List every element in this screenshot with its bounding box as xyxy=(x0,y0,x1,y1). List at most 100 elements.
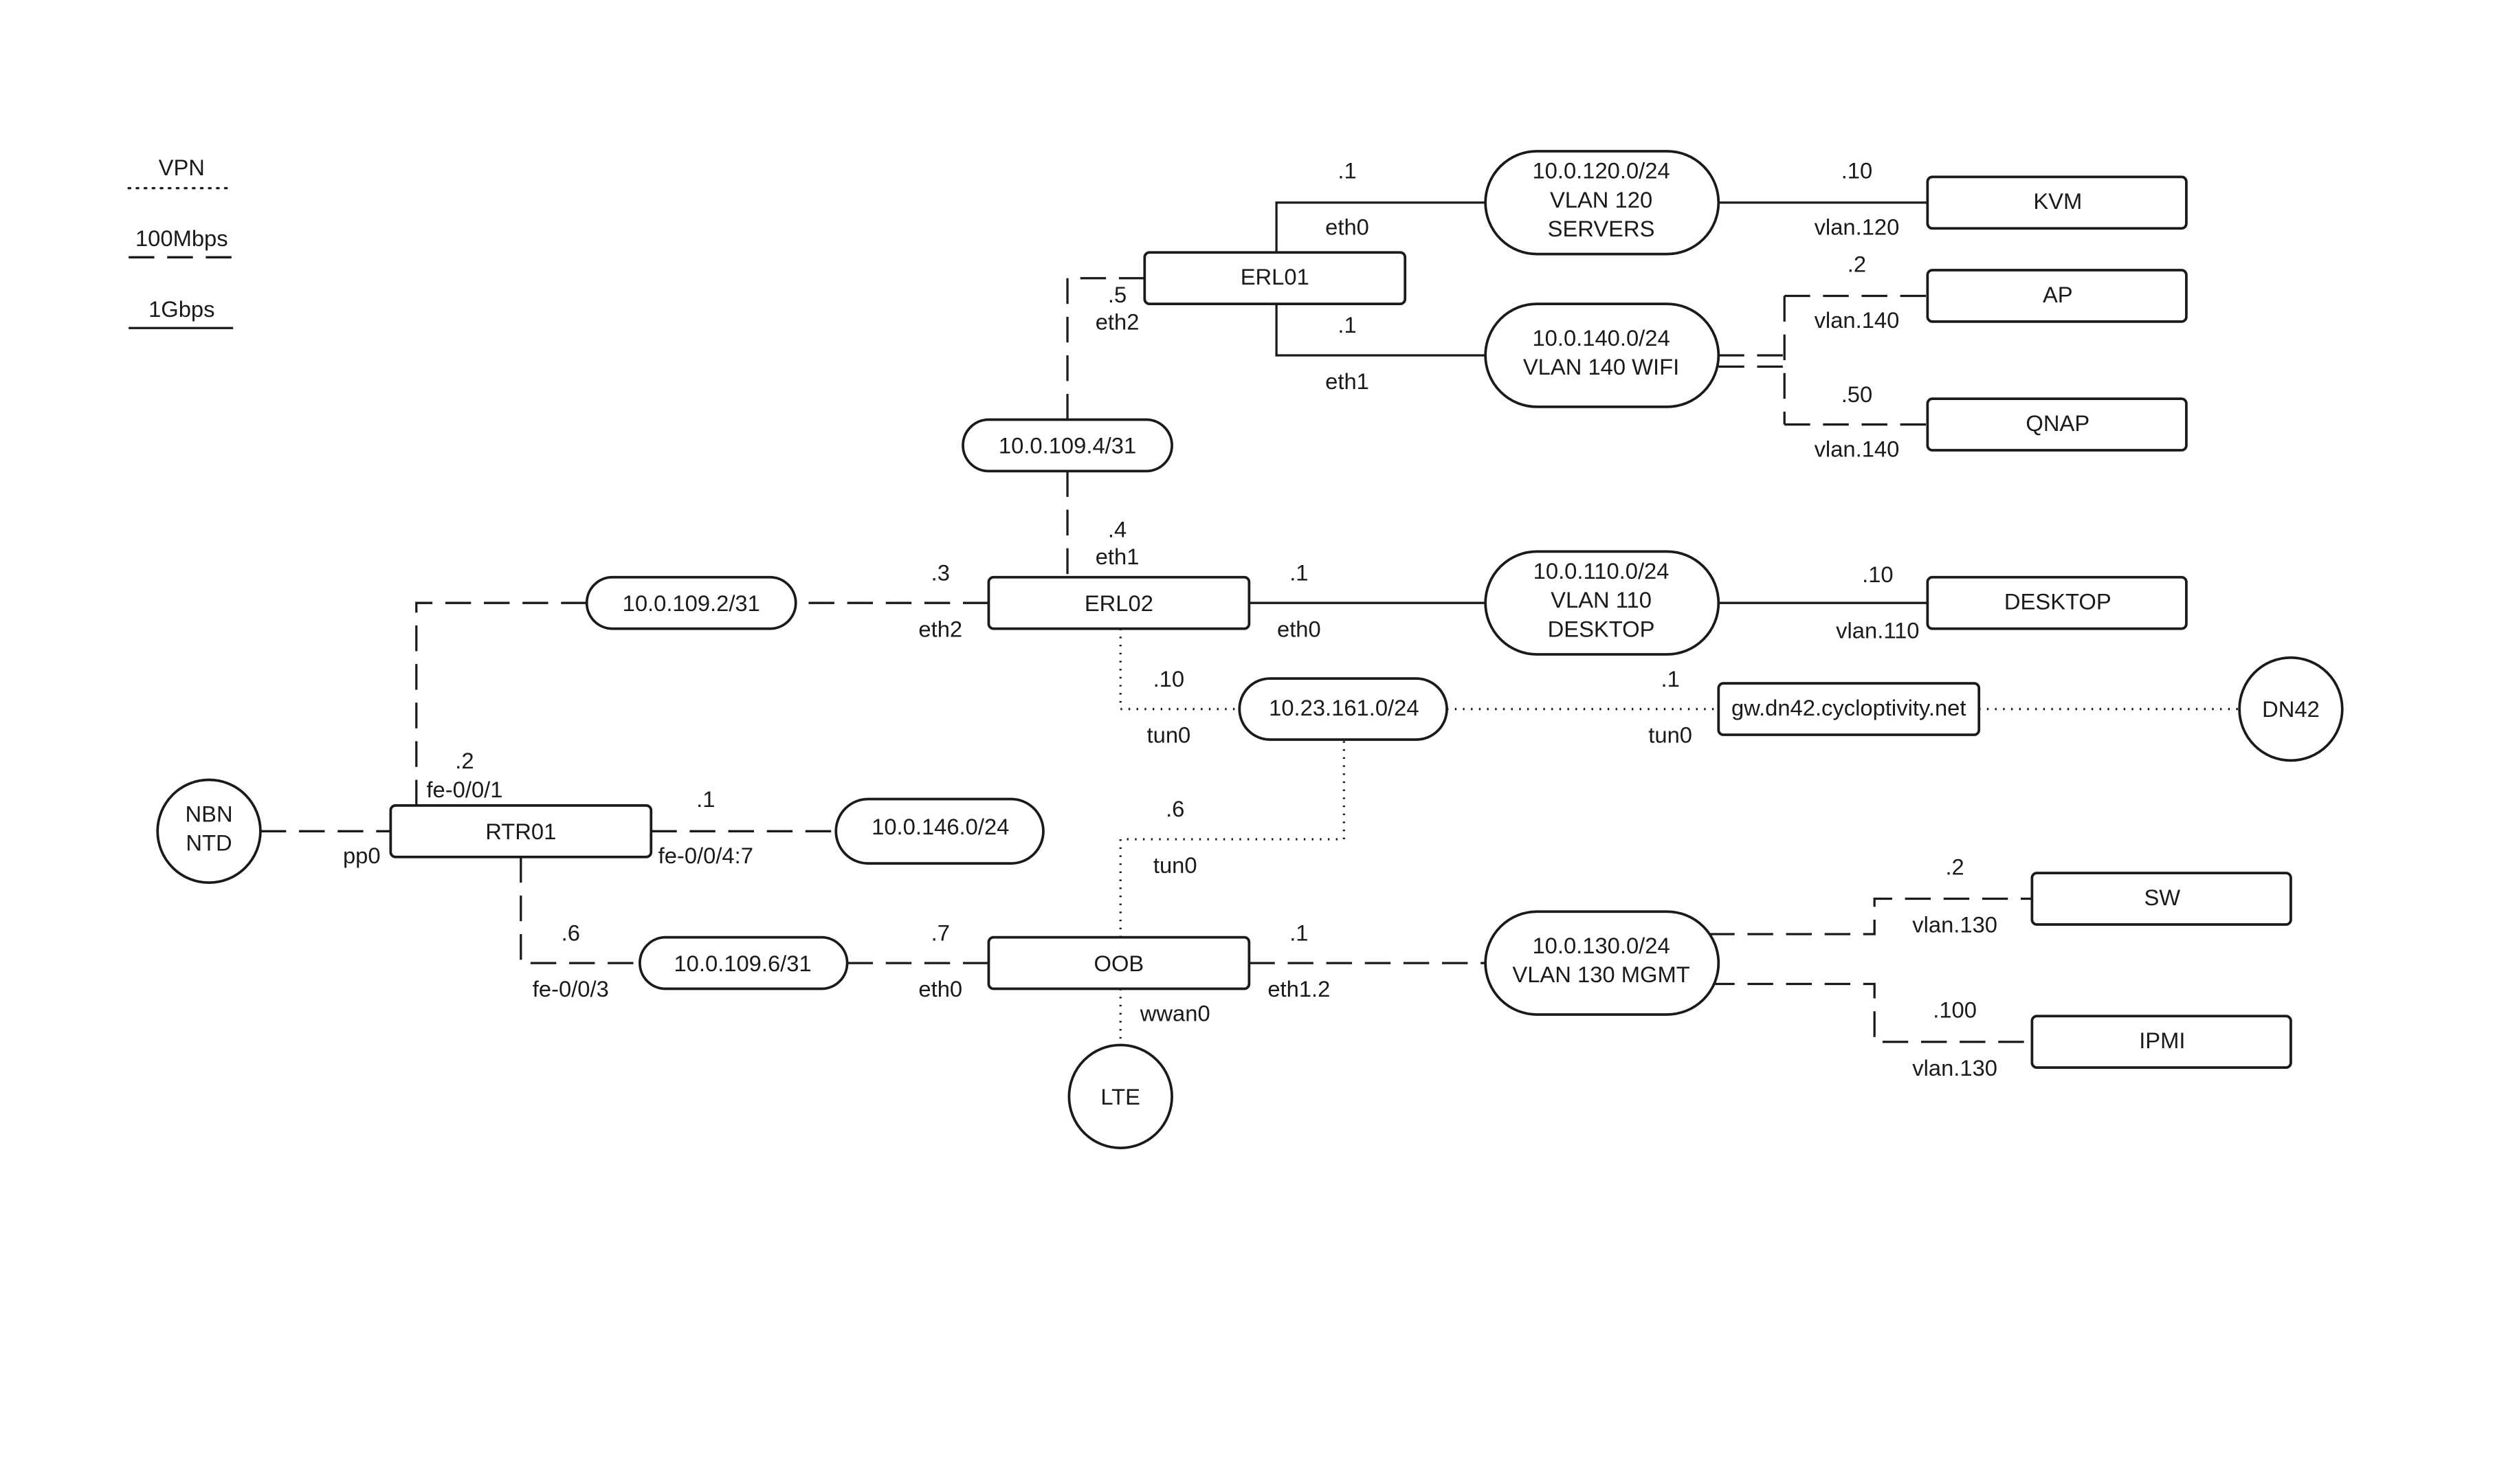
network-wan146-label: 10.0.146.0/24 xyxy=(872,814,1009,839)
network-link2[interactable] xyxy=(585,575,797,630)
network-link6[interactable] xyxy=(639,935,849,990)
label-erl01-eth0: eth0 xyxy=(1325,214,1369,240)
label-oob-eth12: eth1.2 xyxy=(1267,976,1330,1001)
endpoint-nbn-line2: NTD xyxy=(186,830,232,855)
device-rtr01-label: RTR01 xyxy=(485,819,556,844)
label-ipmi-if: vlan.130 xyxy=(1912,1055,1997,1081)
label-sw-if: vlan.130 xyxy=(1912,912,1997,938)
network-vlan120-line3: SERVERS xyxy=(1548,216,1655,241)
device-qnap-label: QNAP xyxy=(2026,410,2089,436)
network-vlan130[interactable] xyxy=(1484,910,1720,1016)
label-rtr-fe004-ip: .1 xyxy=(696,786,715,812)
device-erl02-label: ERL02 xyxy=(1085,590,1153,616)
label-desktop-ip: .10 xyxy=(1862,562,1894,587)
link-erl02-tun xyxy=(1119,628,1240,711)
device-ipmi-label: IPMI xyxy=(2139,1028,2185,1053)
network-vlan120-line1: 10.0.120.0/24 xyxy=(1532,158,1670,184)
device-erl01-label: ERL01 xyxy=(1241,264,1309,289)
node-labels: ERL01 ERL02 RTR01 OOB KVM AP QNAP DESKTO… xyxy=(185,158,2319,1109)
device-gw-label: gw.dn42.cycloptivity.net xyxy=(1731,695,1966,720)
label-qnap-if: vlan.140 xyxy=(1815,436,1900,461)
device-ap-label: AP xyxy=(2043,282,2073,307)
label-ipmi-ip: .100 xyxy=(1933,997,1977,1023)
link-vlan130-sw xyxy=(1709,897,2032,935)
label-ap-if: vlan.140 xyxy=(1815,307,1900,333)
interface-labels: .1 eth0 .1 eth1 .5 eth2 .10 vlan.120 .2 … xyxy=(343,158,1997,1081)
label-oob-tun: tun0 xyxy=(1153,852,1197,878)
label-rtr-fe003: fe-0/0/3 xyxy=(533,976,609,1001)
link-tun-oob xyxy=(1119,741,1345,938)
network-link2-label: 10.0.109.2/31 xyxy=(623,590,760,616)
label-rtr-fe004: fe-0/0/4:7 xyxy=(658,843,753,868)
network-vlan120[interactable] xyxy=(1484,150,1720,256)
device-gw[interactable] xyxy=(1717,682,1981,736)
legend-1gbps-label: 1Gbps xyxy=(148,296,214,322)
nodes xyxy=(156,150,2344,1149)
network-vlan130-line2: VLAN 130 MGMT xyxy=(1512,962,1689,987)
label-oob-eth0: eth0 xyxy=(918,976,962,1001)
label-sw-ip: .2 xyxy=(1945,854,1964,879)
device-ipmi[interactable] xyxy=(2030,1015,2292,1070)
label-erl01-eth2: eth2 xyxy=(1096,309,1140,335)
label-kvm-if: vlan.120 xyxy=(1815,214,1900,240)
network-vlan130-line1: 10.0.130.0/24 xyxy=(1532,933,1670,958)
device-rtr01[interactable] xyxy=(389,804,653,859)
network-wan146[interactable] xyxy=(834,797,1045,865)
label-rtr-fe003-ip: .6 xyxy=(562,920,580,945)
device-desktop[interactable] xyxy=(1926,575,2188,630)
device-kvm[interactable] xyxy=(1926,175,2188,230)
network-vlan120-line2: VLAN 120 xyxy=(1550,187,1652,212)
endpoint-lte[interactable] xyxy=(1067,1043,1173,1149)
label-erl02-eth1: eth1 xyxy=(1096,544,1140,569)
device-erl02[interactable] xyxy=(987,575,1251,630)
label-rtr-fe001-ip: .2 xyxy=(455,748,474,773)
network-vlan110-line2: VLAN 110 xyxy=(1551,587,1652,612)
legend-100mbps-label: 100Mbps xyxy=(135,225,228,251)
legend: VPN 100Mbps 1Gbps xyxy=(127,155,234,329)
label-desktop-if: vlan.110 xyxy=(1836,618,1919,643)
network-vlan140-line2: VLAN 140 WIFI xyxy=(1523,354,1679,379)
link-rtr01-link6 xyxy=(520,856,640,964)
endpoint-nbn[interactable] xyxy=(156,778,262,885)
label-erl02-tun-ip: .10 xyxy=(1153,666,1185,691)
device-oob-label: OOB xyxy=(1094,951,1144,976)
network-vlan140-line1: 10.0.140.0/24 xyxy=(1532,325,1670,351)
endpoint-dn42[interactable] xyxy=(2238,656,2344,762)
label-gw-tun-ip: .1 xyxy=(1661,666,1679,691)
label-gw-tun: tun0 xyxy=(1648,722,1692,748)
network-tun-label: 10.23.161.0/24 xyxy=(1269,695,1419,720)
label-oob-tun-ip: .6 xyxy=(1166,796,1184,821)
network-vlan140[interactable] xyxy=(1484,302,1720,408)
device-erl01[interactable] xyxy=(1143,251,1407,306)
network-tun[interactable] xyxy=(1238,677,1448,741)
device-desktop-label: DESKTOP xyxy=(2004,589,2111,614)
device-kvm-label: KVM xyxy=(2033,188,2082,214)
device-qnap[interactable] xyxy=(1926,397,2188,452)
label-erl02-eth2-ip: .3 xyxy=(931,560,950,585)
label-erl01-eth0-ip: .1 xyxy=(1338,158,1356,184)
label-qnap-ip: .50 xyxy=(1841,381,1873,407)
label-kvm-ip: .10 xyxy=(1841,158,1873,184)
network-link6-label: 10.0.109.6/31 xyxy=(674,951,811,976)
device-ap[interactable] xyxy=(1926,269,2188,323)
link-erl01-vlan140 xyxy=(1275,304,1486,357)
link-erl01-vlan120 xyxy=(1275,201,1486,253)
network-vlan110[interactable] xyxy=(1484,550,1720,656)
endpoint-lte-label: LTE xyxy=(1100,1084,1140,1109)
link-vlan140-ap-qnap xyxy=(1718,294,1928,426)
label-rtr-fe001: fe-0/0/1 xyxy=(426,777,502,802)
label-ap-ip: .2 xyxy=(1848,251,1866,276)
device-sw[interactable] xyxy=(2030,872,2292,926)
endpoint-nbn-line1: NBN xyxy=(185,801,232,826)
link-erl01-link4 xyxy=(1066,277,1145,420)
label-oob-wwan: wwan0 xyxy=(1140,1000,1210,1026)
device-oob[interactable] xyxy=(987,935,1251,990)
label-erl02-eth1-ip: .4 xyxy=(1108,516,1127,542)
label-erl01-eth2-ip: .5 xyxy=(1108,282,1127,307)
link-link2-rtr01 xyxy=(415,601,587,806)
label-oob-eth12-ip: .1 xyxy=(1289,920,1308,945)
link-vlan130-ipmi xyxy=(1709,982,2032,1043)
label-erl01-eth1-ip: .1 xyxy=(1338,312,1356,337)
network-link4[interactable] xyxy=(962,418,1173,473)
